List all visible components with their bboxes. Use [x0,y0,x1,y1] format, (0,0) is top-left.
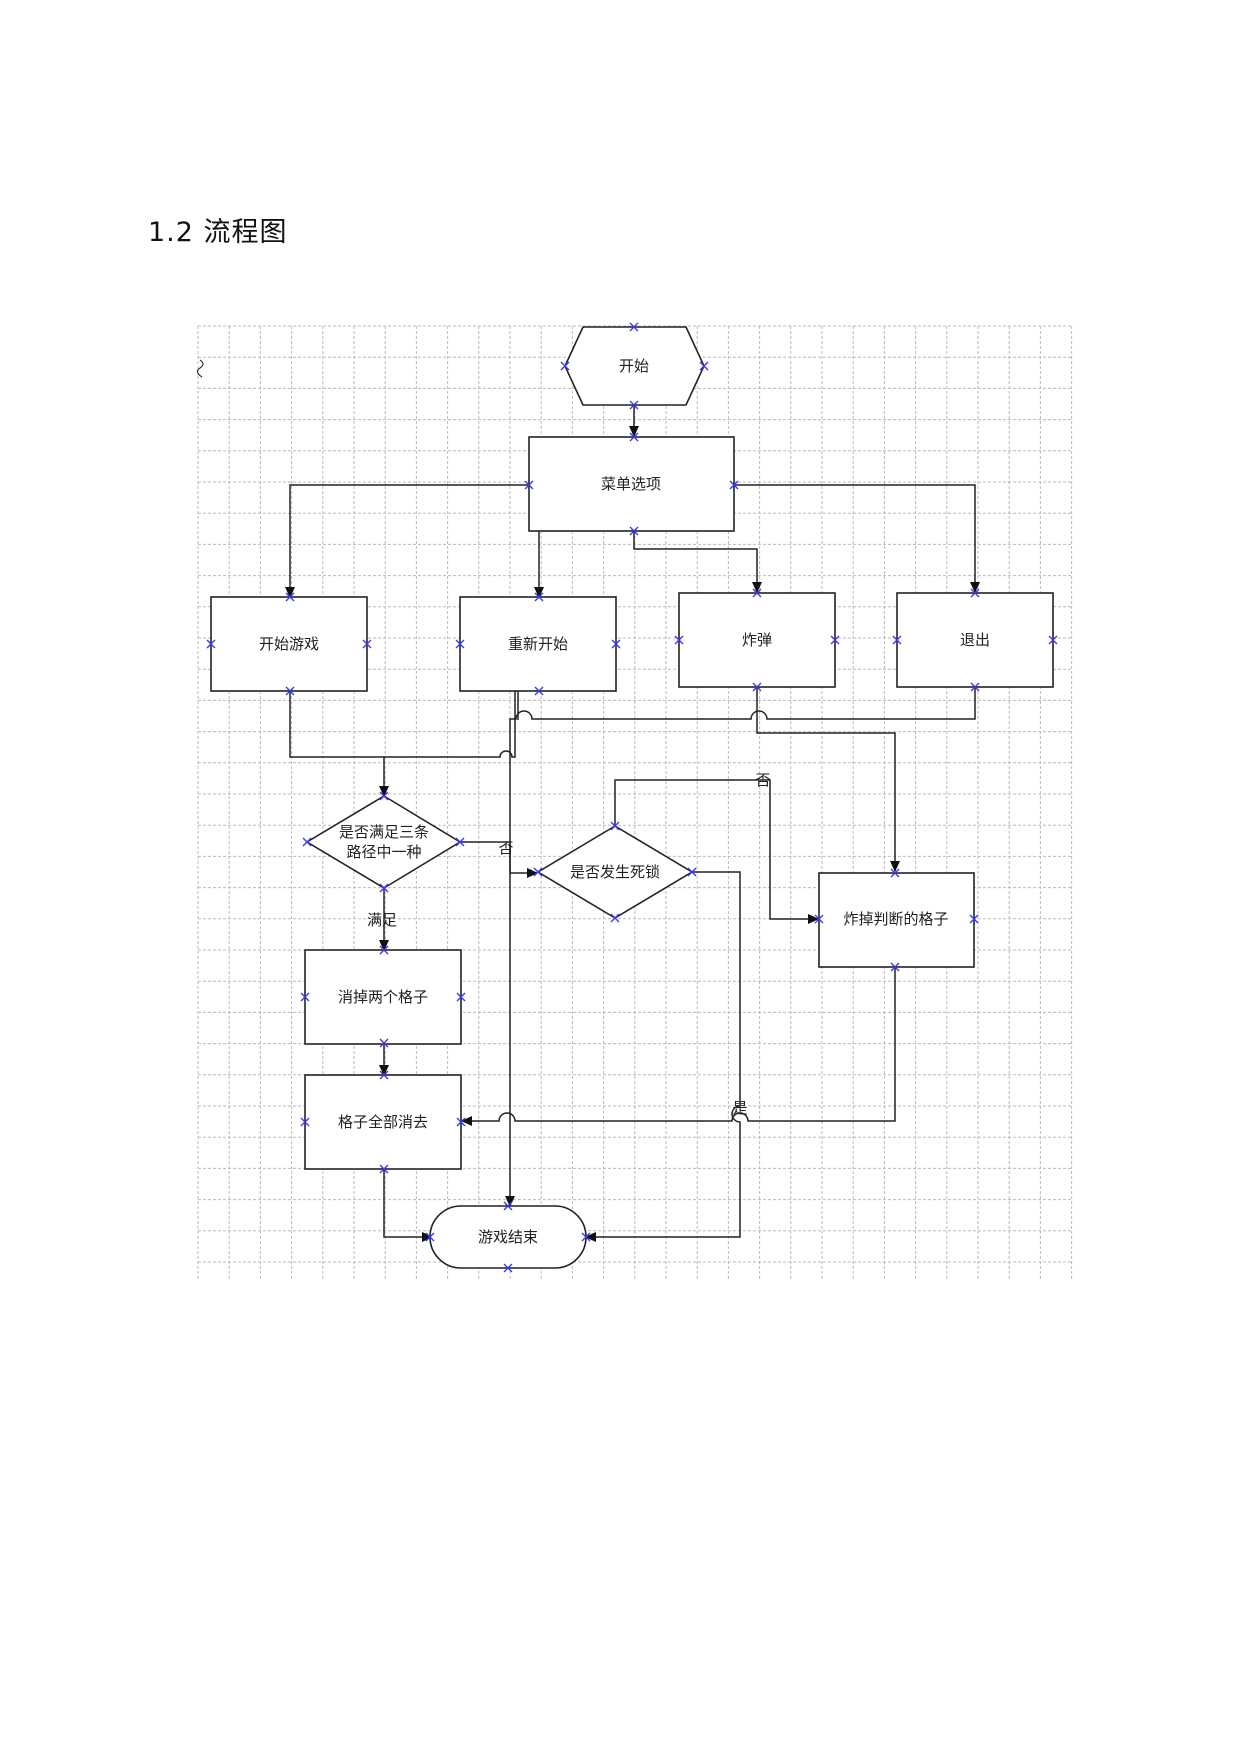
edge-menu-quit [734,484,980,593]
connection-x-marker [503,1201,513,1211]
bomb-cell-node [818,872,975,968]
connection-x-marker [456,992,466,1002]
label-yes-deadlock: 是 [732,1099,747,1117]
connection-x-marker [533,867,543,877]
quit-label: 退出 [960,631,990,649]
remove-two-label: 消掉两个格子 [338,988,428,1006]
connection-x-marker [379,883,389,893]
connection-x-marker [629,432,639,442]
restart-label: 重新开始 [508,635,568,653]
connection-x-marker [752,588,762,598]
connection-x-marker [752,682,762,692]
connection-x-marker [610,913,620,923]
edge-menu-startgame [285,484,531,598]
label-no-deadlock: 否 [755,771,770,789]
connection-x-marker [456,1117,466,1127]
connection-x-marker [379,1164,389,1174]
connection-x-marker [611,639,621,649]
connection-x-marker [699,361,709,371]
connection-x-marker [890,868,900,878]
path-check-label-2: 路径中一种 [346,843,421,861]
all-cleared-node [304,1074,462,1170]
connection-x-marker [206,639,216,649]
edge-path-no [460,841,538,878]
connection-x-marker [503,1263,513,1273]
bomb-label: 炸弹 [742,631,772,649]
start-label: 开始 [619,357,649,375]
connection-x-marker [362,639,372,649]
connection-x-marker [629,322,639,332]
section-title: 1.2 流程图 [148,217,288,248]
menu-node [528,436,735,532]
connection-x-marker [455,639,465,649]
connection-x-marker [455,837,465,847]
bomb-node [678,592,836,688]
edge-menu-bomb [633,531,762,593]
path-check-label-1: 是否满足三条 [339,823,429,841]
connection-x-marker [830,635,840,645]
connection-x-marker [581,1232,591,1242]
edge-bomb-bombcell [756,687,900,872]
connection-x-marker [379,1038,389,1048]
connection-x-marker [560,361,570,371]
connection-x-marker [629,400,639,410]
bomb-cell-label: 炸掉判断的格子 [843,910,948,928]
connection-x-marker [1048,635,1058,645]
connection-x-marker [534,592,544,602]
edge-allclear-gameover [383,1168,433,1242]
connection-x-marker [300,1117,310,1127]
connection-x-marker [534,686,544,696]
connection-markers [206,322,1058,1273]
connection-x-marker [814,914,824,924]
connection-x-marker [629,526,639,536]
path-check-node [305,795,462,889]
connection-x-marker [524,480,534,490]
connection-x-marker [379,1070,389,1080]
label-no-path: 否 [498,839,513,857]
remove-two-node [304,949,462,1045]
edge-bombcell-allclear [461,967,896,1126]
edge-startgame-path [289,679,520,758]
connection-x-marker [285,592,295,602]
connection-x-marker [300,992,310,1002]
connection-x-marker [379,945,389,955]
connection-x-marker [969,914,979,924]
connection-x-marker [285,686,295,696]
start-game-label: 开始游戏 [259,635,319,653]
connection-x-marker [970,682,980,692]
connection-x-marker [674,635,684,645]
node-labels: 开始 菜单选项 开始游戏 重新开始 炸弹 退出 是否满足三条 路径中一种 是否发… [259,357,990,1246]
connection-x-marker [302,837,312,847]
connection-x-marker [687,867,697,877]
edges [285,405,980,1242]
connection-x-marker [892,635,902,645]
label-satisfied: 满足 [367,911,397,929]
edge-labels: 满足 否 否 是 [367,771,771,1117]
edge-deadlock-yes [585,871,741,1242]
game-over-label: 游戏结束 [478,1228,538,1246]
connection-x-marker [729,480,739,490]
connection-x-marker [425,1232,435,1242]
edge-deadlock-no [614,779,819,924]
menu-label: 菜单选项 [601,475,661,493]
connection-x-marker [890,962,900,972]
scribble-mark [196,359,204,378]
all-cleared-label: 格子全部消去 [338,1113,428,1131]
connection-x-marker [379,791,389,801]
connection-x-marker [970,588,980,598]
deadlock-check-label: 是否发生死锁 [570,863,660,881]
connection-x-marker [610,821,620,831]
